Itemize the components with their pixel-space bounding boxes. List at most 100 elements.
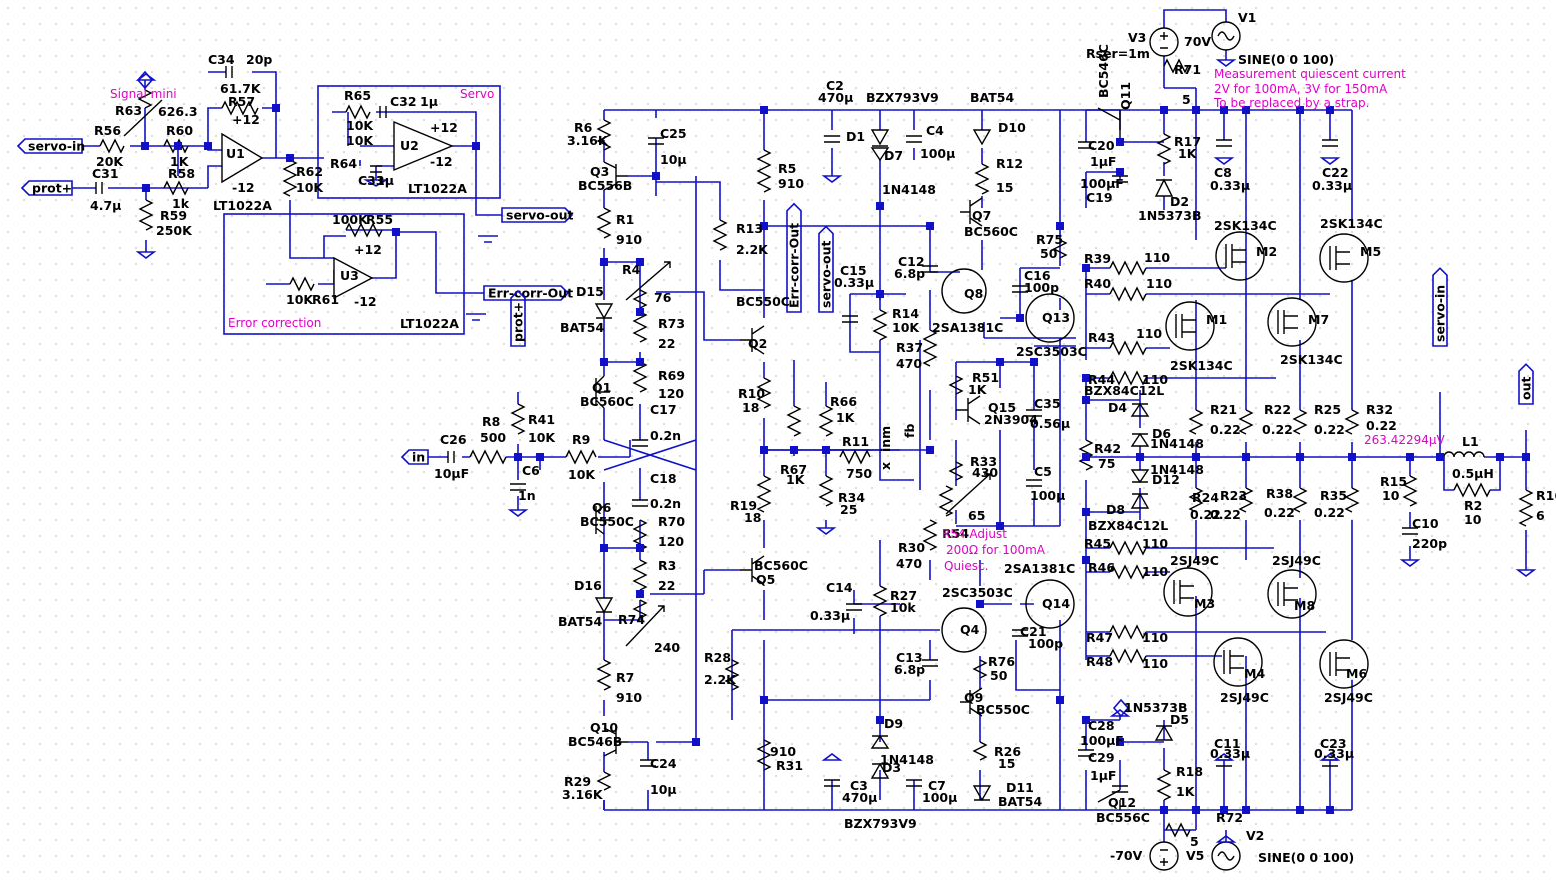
vertical-net-flag-err-corr-out[interactable]: Err-corr-Out	[786, 202, 802, 313]
component-label-0-33: 0.33µ	[834, 275, 874, 290]
component-label-c18: C18	[650, 471, 677, 486]
component-label-0-22: 0.22	[1210, 507, 1241, 522]
component-label-61-7k: 61.7K	[220, 81, 262, 96]
component-label-1k: 1K	[836, 410, 856, 425]
component-label-c19: C19	[1086, 190, 1113, 205]
component-label-12: +12	[354, 242, 382, 257]
component-label-100: 100µ	[922, 790, 957, 805]
component-label-bc560c: BC560C	[964, 224, 1018, 239]
component-label-0-22: 0.22	[1314, 505, 1345, 520]
vertical-net-flag-out[interactable]: out	[1518, 363, 1534, 405]
net-flag-servo-out[interactable]: servo-out	[501, 207, 573, 223]
component-label-6: 6	[1536, 508, 1545, 523]
opamp-symbols	[221, 120, 454, 300]
component-label-r34: R34	[838, 490, 865, 505]
component-label-c17: C17	[650, 402, 677, 417]
component-label-75: 75	[1098, 456, 1115, 471]
net-flag-err-corr-out[interactable]: Err-corr-Out	[483, 285, 573, 301]
component-label-r26: R26	[994, 744, 1021, 759]
vertical-net-flag-servo-out[interactable]: servo-out	[818, 225, 834, 313]
component-label-120: 120	[658, 534, 684, 549]
component-label-c5: C5	[1034, 464, 1052, 479]
rotated-label-fb: fb	[902, 424, 917, 438]
component-label-c26: C26	[440, 432, 467, 447]
component-label-r22: R22	[1264, 402, 1291, 417]
component-label-1: 1µ	[420, 94, 438, 109]
component-label-q13: Q13	[1042, 310, 1070, 325]
component-label-m5: M5	[1360, 244, 1381, 259]
vertical-net-flag-prot[interactable]: prot+	[510, 289, 526, 347]
component-label-20k: 20K	[96, 154, 124, 169]
ground-symbols	[135, 59, 1537, 843]
component-label-q15: Q15	[988, 400, 1016, 415]
net-flag-servo-in[interactable]: servo-in	[16, 138, 85, 154]
component-label-bc550c: BC550C	[736, 294, 790, 309]
component-label-sine-0-0-100: SINE(0 0 100)	[1258, 850, 1354, 865]
component-label-c4: C4	[926, 123, 944, 138]
component-label-r65: R65	[344, 88, 371, 103]
component-label-d3: D3	[882, 760, 901, 775]
vertical-net-flag-outline	[1518, 363, 1534, 405]
component-label-10k: 10K	[296, 180, 324, 195]
component-label-18: 18	[742, 400, 759, 415]
component-label-d11: D11	[1006, 780, 1034, 795]
component-label-r3: R3	[658, 558, 676, 573]
component-label-r33: R33	[970, 454, 997, 469]
component-label-2sa1381c: 2SA1381C	[1004, 561, 1075, 576]
component-label-r5: R5	[778, 161, 796, 176]
net-flag-in[interactable]: in	[400, 449, 429, 465]
component-label-u3: U3	[340, 268, 359, 283]
component-label-0-56: 0.56µ	[1030, 416, 1070, 431]
component-label-10: 10	[1382, 488, 1400, 503]
component-label-d9: D9	[884, 716, 903, 731]
component-label-r51: R51	[972, 370, 999, 385]
component-label-15: 15	[998, 756, 1015, 771]
vertical-net-flag-servo-in[interactable]: servo-in	[1432, 267, 1448, 347]
component-label-c11: C11	[1214, 736, 1241, 751]
component-label-r66: R66	[830, 394, 857, 409]
component-label-bc550c: BC550C	[976, 702, 1030, 717]
component-label-r72: R72	[1216, 810, 1243, 825]
component-label-0-22: 0.22	[1366, 418, 1397, 433]
component-label-m7: M7	[1308, 312, 1329, 327]
component-label-10k: 10K	[286, 292, 314, 307]
component-label-5: 5	[1182, 92, 1191, 107]
component-label-c15: C15	[840, 263, 867, 278]
error-correction-frame	[223, 213, 465, 335]
component-label-r43: R43	[1088, 330, 1115, 345]
component-label-r16: R16	[1536, 488, 1556, 503]
component-label-q14: Q14	[1042, 596, 1070, 611]
component-label-r37: R37	[896, 340, 923, 355]
component-label-100p: 100p	[1028, 636, 1063, 651]
component-label-m4: M4	[1244, 666, 1265, 681]
component-label-r19: R19	[730, 498, 757, 513]
component-label-u1: U1	[226, 146, 245, 161]
component-label-sine-0-0-100: SINE(0 0 100)	[1238, 52, 1334, 67]
component-label-2sj49c: 2SJ49C	[1324, 690, 1373, 705]
component-label-c14: C14	[826, 580, 853, 595]
component-label-910: 910	[770, 744, 796, 759]
bjt-transistors	[595, 107, 1121, 810]
net-flag-prot[interactable]: prot+	[20, 180, 73, 196]
inductor-l1	[1443, 451, 1485, 458]
vertical-net-flag-label: prot+	[511, 302, 526, 342]
component-label-10: 10µ	[660, 152, 687, 167]
component-label-bat54: BAT54	[558, 614, 602, 629]
component-label-0-33: 0.33µ	[1314, 746, 1354, 761]
component-label-c34: C34	[208, 52, 235, 67]
component-label-m2: M2	[1256, 244, 1277, 259]
component-label-2sk134c: 2SK134C	[1320, 216, 1383, 231]
component-label-d15: D15	[576, 284, 604, 299]
component-label-r74: R74	[618, 612, 645, 627]
net-flag-label: servo-out	[506, 208, 573, 223]
component-label-r28: R28	[704, 650, 731, 665]
vertical-net-flag-label: out	[1519, 377, 1534, 400]
component-label-d12: D12	[1152, 472, 1180, 487]
component-label-100-f: 100µF	[1080, 733, 1124, 748]
servo-frame	[317, 85, 501, 199]
vertical-net-flag-outline	[510, 289, 526, 347]
vertical-net-flag-outline	[818, 225, 834, 313]
component-label-c33: C33	[358, 173, 385, 188]
annotation-quiesc: Quiesc.	[944, 559, 988, 573]
